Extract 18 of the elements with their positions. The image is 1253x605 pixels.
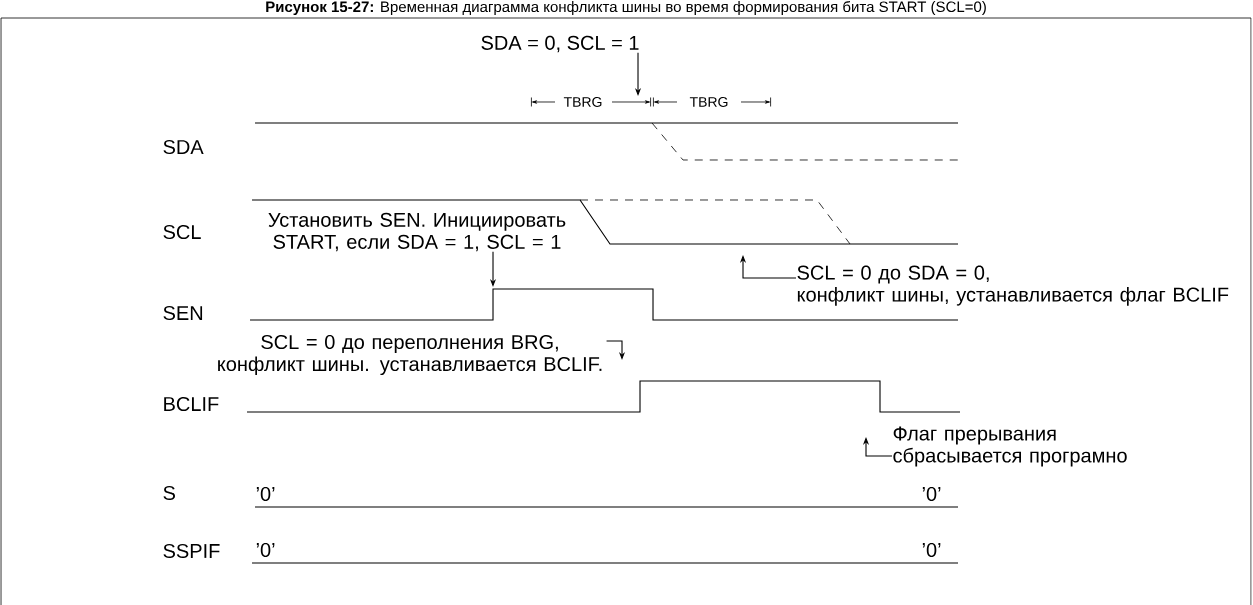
signal-name: SEN bbox=[163, 305, 203, 321]
signal-name: SDA bbox=[163, 139, 204, 155]
callout-text: Установить SEN. Инициировать START, если SDA = 1, SCL = 1 bbox=[268, 212, 566, 252]
level-value: ’0’ bbox=[256, 542, 275, 558]
signal-name: SSPIF bbox=[163, 543, 220, 559]
level-value: ’0’ bbox=[922, 542, 941, 558]
callout-text: SDA = 0, SCL = 1 bbox=[481, 35, 639, 53]
dimension-label: TBRG bbox=[563, 97, 602, 107]
signal-name: BCLIF bbox=[164, 396, 219, 412]
callout-text: SCL = 0 до SDA = 0, конфликт шины, устанавливается флаг BCLIF bbox=[797, 265, 1229, 306]
figure-title: Рисунок 15-27: Временная диаграмма конфликта шины во время формирования бита START (SCL=0) bbox=[266, 0, 986, 16]
signal-name: S bbox=[163, 485, 175, 501]
callout-text: SCL = 0 до переполнения BRG, конфликт шины. устанавливается BCLIF. bbox=[218, 334, 602, 376]
level-value: ’0’ bbox=[256, 486, 275, 502]
dimension-label: TBRG bbox=[689, 97, 728, 107]
level-value: ’0’ bbox=[922, 486, 941, 502]
callout-text: Флаг прерывания сбрасывается програмно bbox=[893, 426, 1127, 467]
signal-name: SCL bbox=[163, 224, 201, 240]
